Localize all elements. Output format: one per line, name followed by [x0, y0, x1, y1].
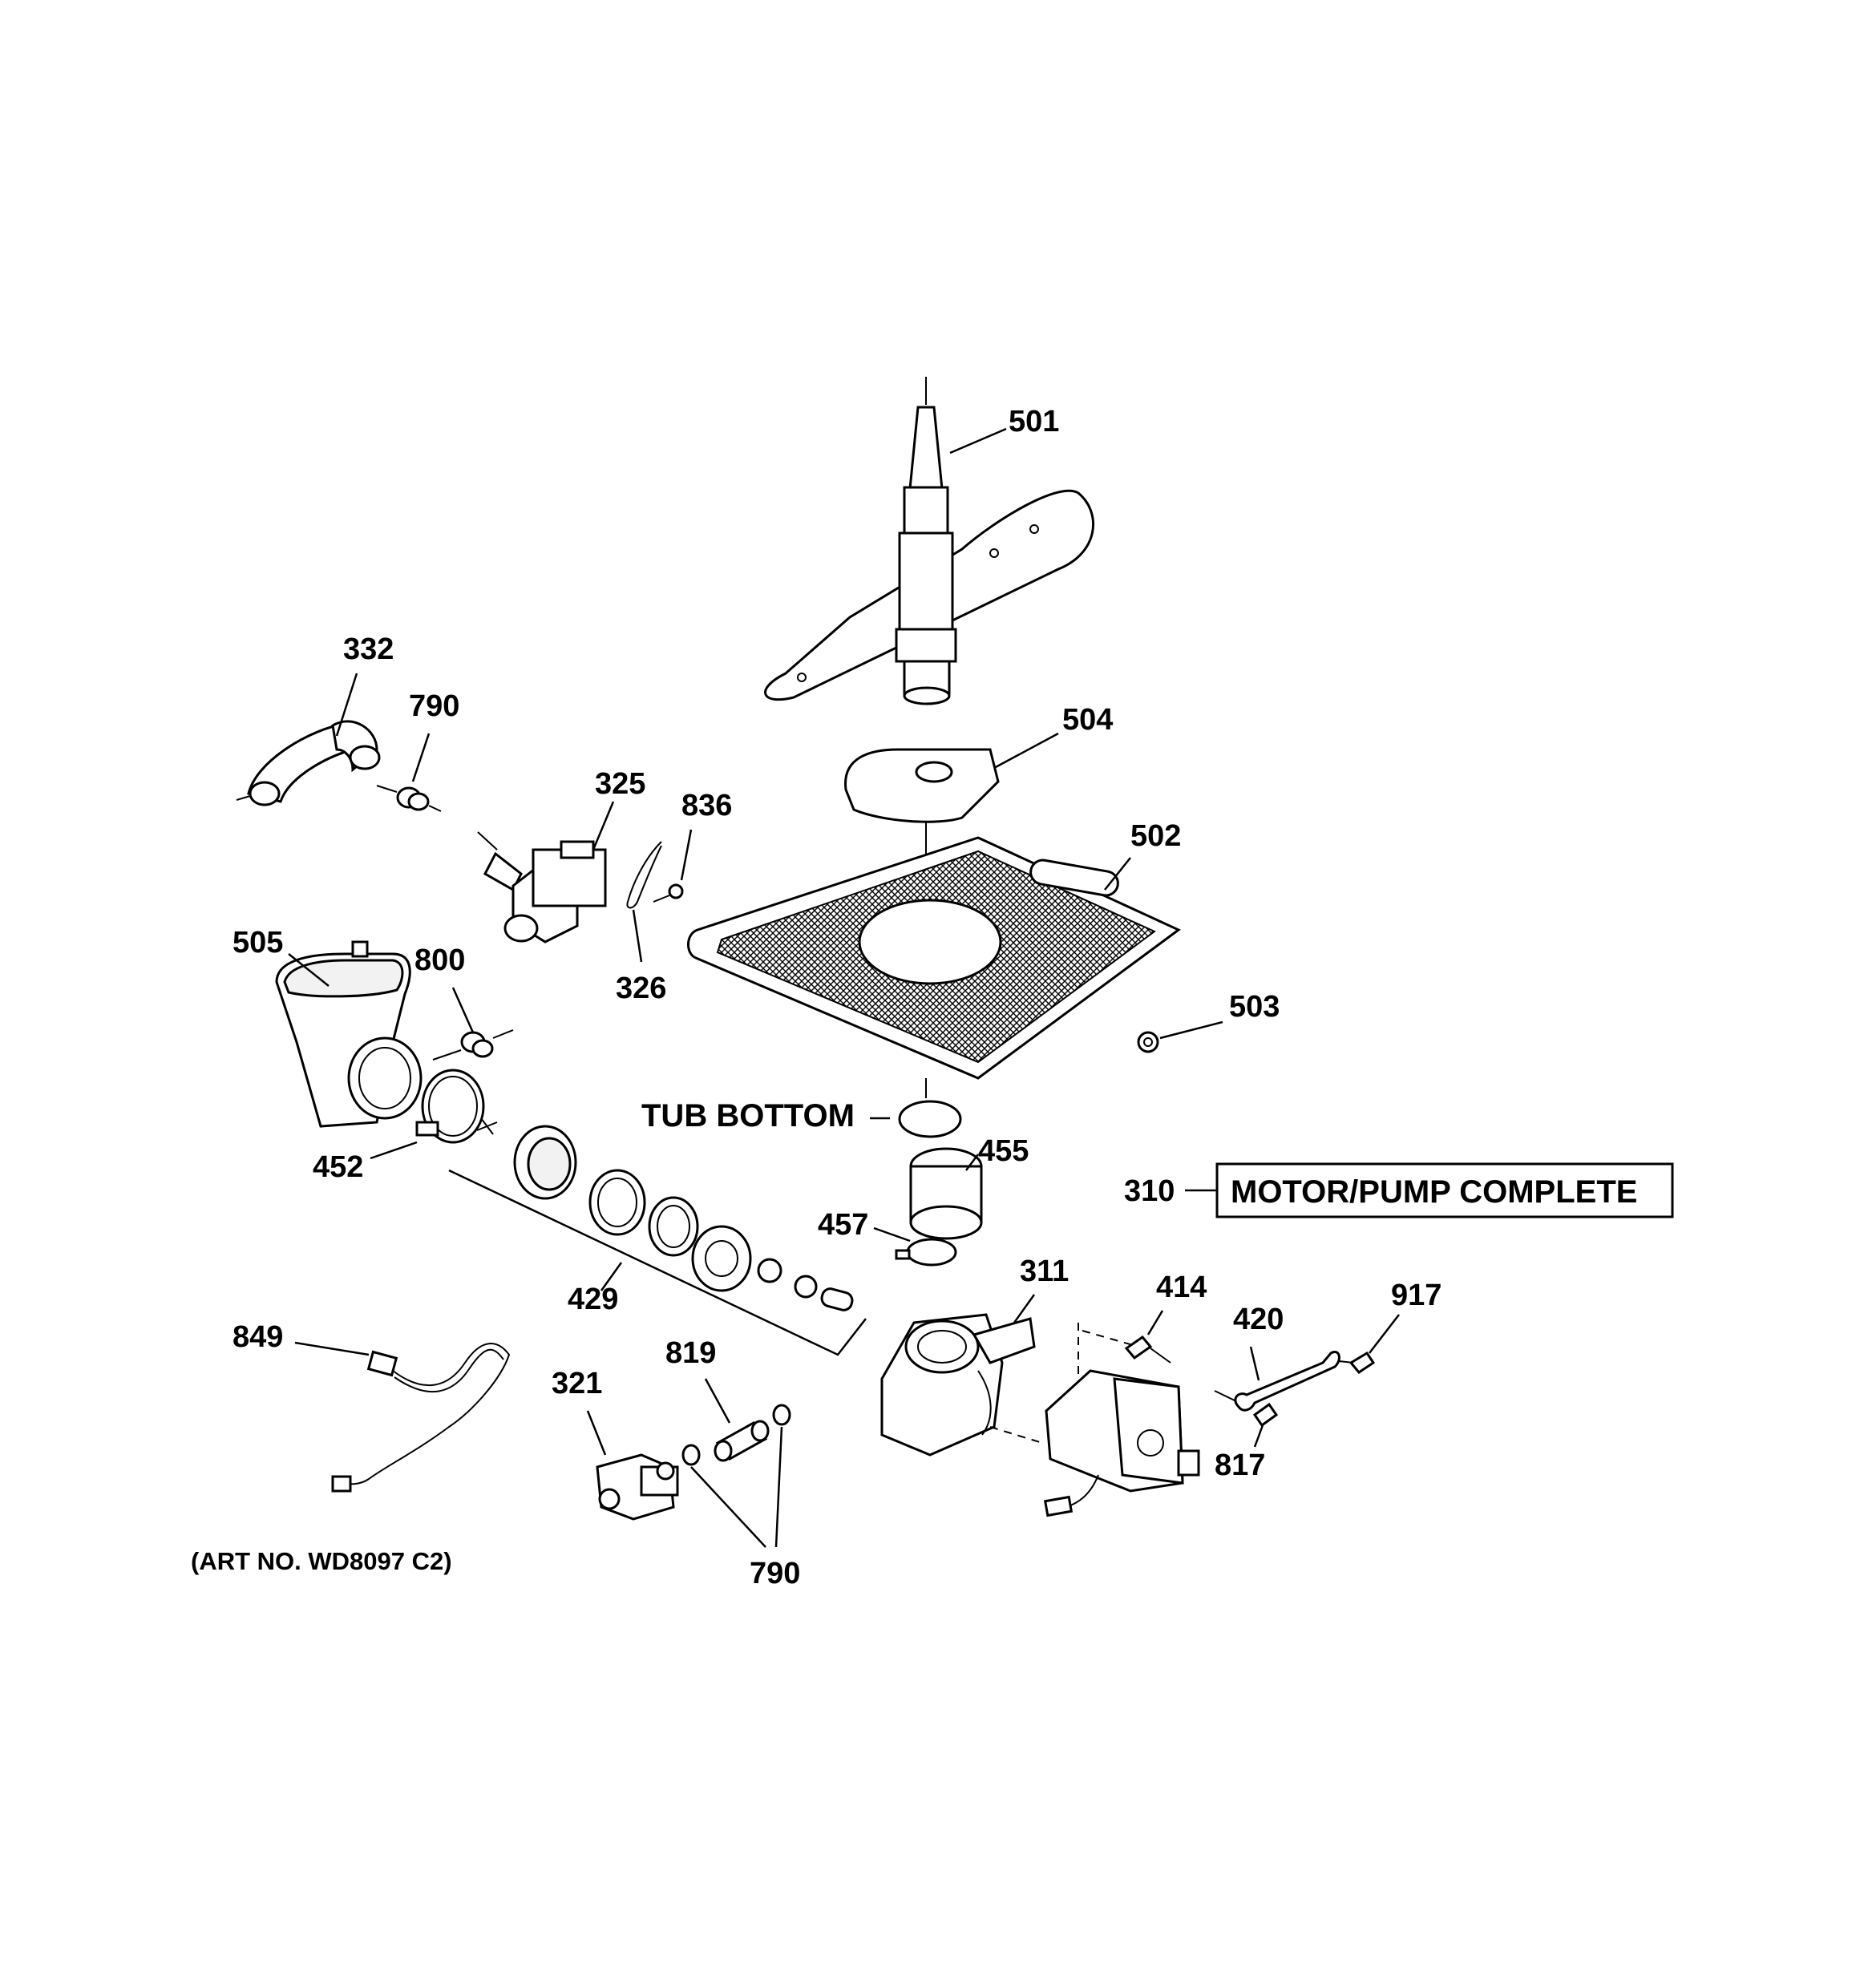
screw-817 [1252, 1402, 1279, 1428]
callout-505: 505 [232, 926, 283, 960]
callout-414: 414 [1156, 1271, 1207, 1304]
leader-325 [592, 801, 615, 851]
callout-502: 502 [1130, 819, 1181, 853]
leader-455 [965, 1154, 979, 1171]
leader-790-lower-a [690, 1466, 766, 1548]
leader-817 [1253, 1424, 1264, 1448]
screw-836 [653, 883, 684, 903]
leader-420 [1249, 1346, 1260, 1381]
leader-800 [451, 987, 475, 1033]
tub-bottom-label: TUB BOTTOM [641, 1098, 855, 1133]
callout-501: 501 [1009, 405, 1059, 438]
leader-790-lower-b [774, 1426, 783, 1548]
art-number: (ART NO. WD8097 C2) [191, 1547, 452, 1575]
callout-310: 310 [1124, 1174, 1175, 1208]
motor-pump-box [1215, 1162, 1674, 1218]
leader-504 [993, 732, 1059, 770]
callout-321: 321 [552, 1367, 602, 1400]
callout-790-lower: 790 [750, 1557, 800, 1590]
clamp-800 [432, 1029, 514, 1061]
callout-817: 817 [1215, 1449, 1265, 1482]
motor-pump-label: MOTOR/PUMP COMPLETE [1231, 1174, 1637, 1210]
pump-kit-429 [476, 1117, 854, 1311]
callout-504: 504 [1062, 703, 1113, 737]
callout-325: 325 [595, 767, 645, 801]
leader-452 [370, 1141, 418, 1160]
hose-819 [714, 1420, 770, 1462]
leader-819 [704, 1378, 731, 1424]
wire-harness-849 [331, 1343, 511, 1493]
hose-332 [236, 720, 381, 806]
lower-spray-arm-501 [764, 377, 1095, 705]
bracket-429 [448, 1169, 867, 1356]
clamp-790-lower [681, 1404, 791, 1466]
clamp-457 [895, 1238, 957, 1267]
seal-ring [898, 1100, 962, 1138]
bracket-420 [1214, 1351, 1340, 1412]
sump-housing-505 [275, 940, 423, 1128]
callout-332: 332 [343, 632, 394, 666]
screw-414 [1082, 1330, 1171, 1364]
leader-505 [288, 953, 330, 987]
leader-311 [1013, 1294, 1036, 1323]
leader-849 [294, 1341, 370, 1356]
drain-valve-325 [477, 831, 607, 943]
leader-414 [1146, 1310, 1164, 1335]
leader-836 [680, 829, 693, 881]
cover-504 [844, 748, 1000, 823]
callout-800: 800 [414, 943, 465, 977]
leader-917 [1369, 1314, 1400, 1354]
nut-503 [1137, 1031, 1159, 1053]
leader-457 [873, 1226, 911, 1242]
callout-311: 311 [1020, 1255, 1069, 1288]
callout-917: 917 [1391, 1279, 1442, 1312]
callout-790-upper: 790 [409, 689, 459, 723]
pump-housing-311 [880, 1313, 1043, 1457]
leader-429 [600, 1262, 623, 1291]
callout-429: 429 [568, 1283, 618, 1316]
leader-332 [335, 673, 358, 737]
filter-502 [687, 836, 1181, 1080]
motor [1043, 1323, 1200, 1517]
seal-455 [909, 1147, 983, 1240]
callout-503: 503 [1229, 990, 1280, 1024]
valve-321 [596, 1453, 679, 1521]
callout-819: 819 [665, 1336, 716, 1370]
leader-503 [1159, 1020, 1223, 1040]
leader-321 [586, 1410, 607, 1456]
callout-836: 836 [681, 789, 732, 822]
callout-326: 326 [616, 972, 666, 1005]
clamp-452 [415, 1069, 485, 1144]
callout-452: 452 [313, 1150, 363, 1184]
leader-502 [1104, 857, 1131, 891]
leader-501 [949, 427, 1007, 455]
callout-420: 420 [1233, 1303, 1284, 1336]
callout-849: 849 [232, 1320, 283, 1354]
leader-326 [632, 909, 643, 963]
screw-917 [1338, 1351, 1376, 1374]
leader-790-upper [411, 733, 431, 782]
callout-457: 457 [818, 1208, 868, 1242]
spring-326 [626, 841, 662, 909]
callout-455: 455 [978, 1134, 1029, 1168]
clamp-790-upper [376, 785, 442, 812]
